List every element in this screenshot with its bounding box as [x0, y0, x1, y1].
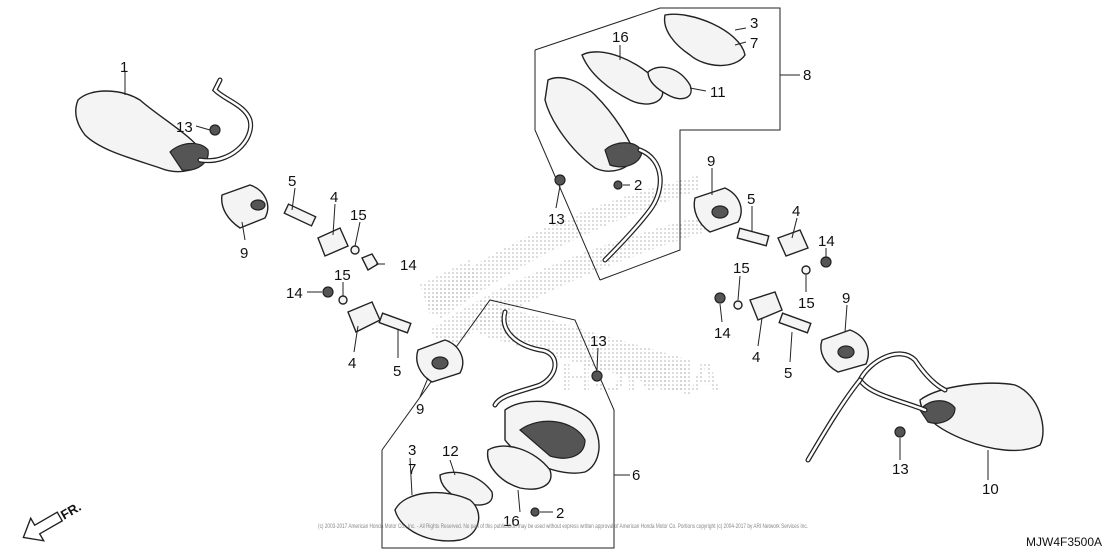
callout-15-c: 15 [733, 260, 750, 277]
callout-14-b: 14 [286, 285, 303, 302]
callout-4-a: 4 [330, 189, 338, 206]
callout-5-a: 5 [288, 173, 296, 190]
part-code: MJW4F3500A [1026, 535, 1102, 549]
box-8-left [534, 50, 601, 281]
callout-9-c: 9 [707, 153, 715, 170]
callout-2-a: 2 [634, 177, 642, 194]
callout-14-d: 14 [714, 325, 731, 342]
callout-4-b: 4 [348, 355, 356, 372]
callout-1: 1 [120, 59, 128, 76]
watermark-wing-logo: HONDA [420, 175, 721, 402]
callout-14-c: 14 [818, 233, 835, 250]
callout-11: 11 [710, 84, 726, 101]
callout-5-d: 5 [784, 365, 792, 382]
callout-7-b: 7 [408, 461, 416, 478]
callout-2-b: 2 [556, 505, 564, 522]
socket-assembly-right-lower [714, 291, 869, 373]
bolt-13-a [209, 124, 221, 136]
socket-assembly-left-lower [322, 286, 464, 383]
bolt-13-d [894, 426, 906, 438]
winker-front-right [805, 351, 1044, 463]
callout-4-c: 4 [792, 203, 800, 220]
callout-14-a: 14 [400, 257, 417, 274]
box-6 [381, 450, 630, 549]
callout-13-a: 13 [176, 119, 193, 136]
callout-15-b: 15 [334, 267, 351, 284]
callout-9-a: 9 [240, 245, 248, 262]
callout-7-a: 7 [750, 35, 758, 52]
callout-labels: 1 13 5 4 15 14 9 14 15 4 5 9 16 3 7 11 8… [120, 15, 999, 530]
callout-6: 6 [632, 467, 640, 484]
copyright-text: (c) 2003-2017 American Honda Motor Co., … [318, 524, 808, 530]
callout-13-d: 13 [892, 461, 909, 478]
box-8-right [599, 75, 781, 281]
winker-front-left [75, 77, 254, 173]
screw-2-b [530, 507, 540, 517]
leader-lines [124, 27, 989, 513]
front-direction-indicator: FR. [22, 499, 84, 542]
winker-rear-top [544, 13, 746, 263]
callout-3-b: 3 [408, 442, 416, 459]
callout-13-c: 13 [590, 333, 607, 350]
winker-rear-bottom [394, 309, 603, 542]
callout-16-a: 16 [612, 29, 629, 46]
callout-12: 12 [442, 443, 459, 460]
bolt-13-c [591, 370, 603, 382]
callout-4-d: 4 [752, 349, 760, 366]
watermark-text: HONDA [560, 353, 721, 402]
callout-8: 8 [803, 67, 811, 84]
screw-2-a [613, 180, 623, 190]
callout-16-b: 16 [503, 513, 520, 530]
callout-9-d: 9 [842, 290, 850, 307]
callout-9-b: 9 [416, 401, 424, 418]
bolt-13-b [554, 174, 566, 186]
socket-assembly-right-upper [693, 187, 832, 275]
arrow-icon [22, 511, 64, 542]
callout-15-a: 15 [350, 207, 367, 224]
callout-5-b: 5 [393, 363, 401, 380]
callout-15-d: 15 [798, 295, 815, 312]
callout-13-b: 13 [548, 211, 565, 228]
callout-10: 10 [982, 481, 999, 498]
callout-5-c: 5 [747, 191, 755, 208]
callout-3-a: 3 [750, 15, 758, 32]
